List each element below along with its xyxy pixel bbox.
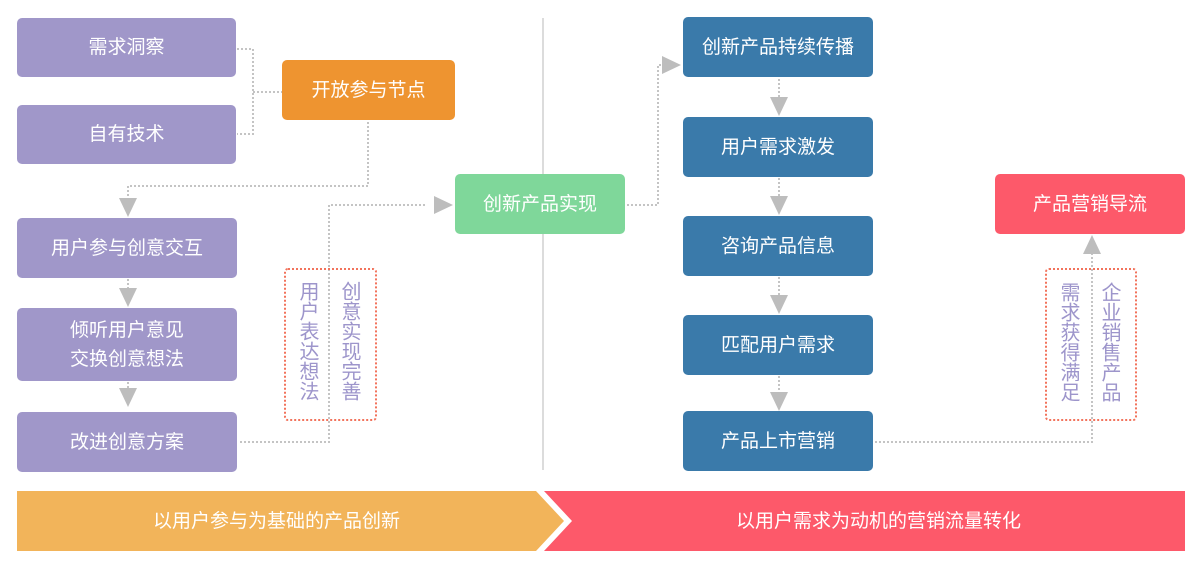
node-product-realization: 创新产品实现 <box>455 174 625 234</box>
banner-right-label: 以用户需求为动机的营销流量转化 <box>735 510 1021 532</box>
side-label-user-express: 用户表达想法 <box>296 281 320 401</box>
node-label-line2: 交换创意想法 <box>69 347 184 370</box>
node-market-launch: 产品上市营销 <box>683 411 873 471</box>
connector-improve-to-realize <box>240 204 425 443</box>
arrow-down-icon <box>119 388 137 407</box>
node-marketing-drainage: 产品营销导流 <box>995 174 1185 234</box>
arrow-down-icon <box>119 288 137 307</box>
node-listen-exchange: 倾听用户意见 交换创意想法 <box>17 308 237 381</box>
node-label: 自有技术 <box>88 123 165 145</box>
node-label: 需求洞察 <box>88 36 165 58</box>
node-label: 咨询产品信息 <box>720 234 835 257</box>
arrow-down-icon <box>770 392 788 411</box>
node-consult-info: 咨询产品信息 <box>683 216 873 276</box>
node-continuous-spread: 创新产品持续传播 <box>683 17 873 77</box>
node-own-technology: 自有技术 <box>17 105 236 164</box>
side-label-box-right <box>1045 268 1137 421</box>
banner-left-shape <box>17 491 564 551</box>
node-label: 匹配用户需求 <box>720 333 835 356</box>
node-label-line1: 倾听用户意见 <box>69 318 184 341</box>
arrow-right-icon <box>662 56 681 74</box>
node-open-participation: 开放参与节点 <box>282 60 455 120</box>
arrow-up-icon <box>1083 235 1101 254</box>
connector-realize-to-spread <box>627 64 664 206</box>
side-label-demand-satisfied: 需求获得满足 <box>1057 282 1081 402</box>
node-improve-idea-plan: 改进创意方案 <box>17 412 237 472</box>
node-label: 用户参与创意交互 <box>50 236 203 259</box>
node-label: 改进创意方案 <box>69 430 184 453</box>
node-label: 产品营销导流 <box>1032 192 1147 215</box>
arrow-down-icon <box>119 198 137 217</box>
node-label: 产品上市营销 <box>720 429 835 452</box>
connector-launch-to-drainage <box>875 250 1093 443</box>
node-label: 开放参与节点 <box>311 78 426 101</box>
arrow-right-icon <box>434 196 453 214</box>
node-label: 创新产品持续传播 <box>701 35 854 58</box>
side-label-enterprise-sell: 企业销售产品 <box>1098 282 1122 402</box>
connector-demand-to-open <box>237 48 254 135</box>
banner-right-shape <box>544 491 1185 551</box>
node-label: 用户需求激发 <box>720 135 835 158</box>
node-demand-stimulate: 用户需求激发 <box>683 117 873 177</box>
section-divider <box>542 18 544 470</box>
node-label: 创新产品实现 <box>482 192 597 215</box>
node-user-idea-interaction: 用户参与创意交互 <box>17 218 237 278</box>
side-label-idea-realize: 创意实现完善 <box>338 281 362 401</box>
node-demand-insight: 需求洞察 <box>17 18 236 77</box>
side-label-box-left <box>284 268 377 421</box>
arrow-down-icon <box>770 196 788 215</box>
arrow-down-icon <box>770 295 788 314</box>
node-match-demand: 匹配用户需求 <box>683 315 873 375</box>
arrow-down-icon <box>770 97 788 116</box>
connector-open-to-interaction <box>127 122 369 200</box>
banner-left-label: 以用户参与为基础的产品创新 <box>152 510 400 532</box>
